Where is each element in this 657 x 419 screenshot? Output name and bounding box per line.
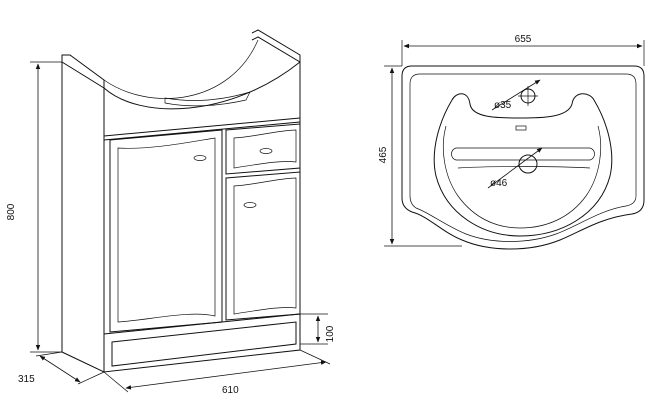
- cabinet-front-frame: [103, 62, 301, 373]
- left-door-panel: [117, 137, 216, 323]
- vanity-cabinet: [61, 29, 301, 373]
- basin-cutout-rim: [164, 91, 251, 107]
- cabinet-dimensions: 800 315 610 100: [6, 61, 336, 396]
- washbasin-dimensions: 655 465: [378, 34, 645, 247]
- depth-label: 315: [18, 374, 35, 385]
- basin-ledge: [451, 147, 595, 161]
- drain-hole: [518, 154, 538, 174]
- basin-bowl-inner: [442, 125, 602, 229]
- left-door: [109, 129, 223, 333]
- drain-hole-leader: [487, 147, 543, 189]
- depth-dim-line: [39, 355, 81, 383]
- drawer-handle: [259, 148, 273, 154]
- drawer-front: [225, 123, 301, 175]
- right-door: [225, 171, 301, 321]
- plinth-rail: [103, 313, 301, 335]
- height-label: 800: [6, 203, 17, 220]
- depth-ext-front: [77, 371, 105, 385]
- drawer-panel: [233, 129, 297, 169]
- drain-hole-label: ø46: [490, 178, 508, 189]
- basin-outer-contour: [401, 65, 645, 250]
- width-ext-left: [103, 371, 129, 393]
- tap-hole-label: ø35: [494, 100, 512, 111]
- right-door-panel: [233, 177, 297, 315]
- width-label: 610: [222, 385, 239, 396]
- depth-ext-back: [35, 351, 63, 357]
- cabinet-top-rail: [103, 117, 301, 141]
- overflow-slot: [515, 125, 527, 131]
- plinth-drawer: [111, 321, 297, 367]
- plinth-label: 100: [325, 325, 336, 342]
- cabinet-back-edge: [61, 54, 105, 88]
- right-door-handle: [243, 202, 257, 208]
- basin-bowl: [433, 93, 613, 237]
- cabinet-back-right: [251, 29, 301, 63]
- basin-cutout-inner: [103, 39, 259, 99]
- width-dim-line: [125, 360, 327, 390]
- left-door-handle: [193, 155, 207, 161]
- basin-depth-label: 465: [378, 146, 389, 163]
- tap-hole-leader: [491, 79, 541, 111]
- basin-cutout-curve: [103, 61, 301, 110]
- washbasin-top-view: ø35 ø46: [401, 65, 645, 250]
- basin-ledge-line: [457, 166, 591, 169]
- basin-inner-contour: [409, 73, 637, 242]
- basin-width-label: 655: [515, 34, 532, 45]
- cabinet-side-panel: [61, 61, 105, 373]
